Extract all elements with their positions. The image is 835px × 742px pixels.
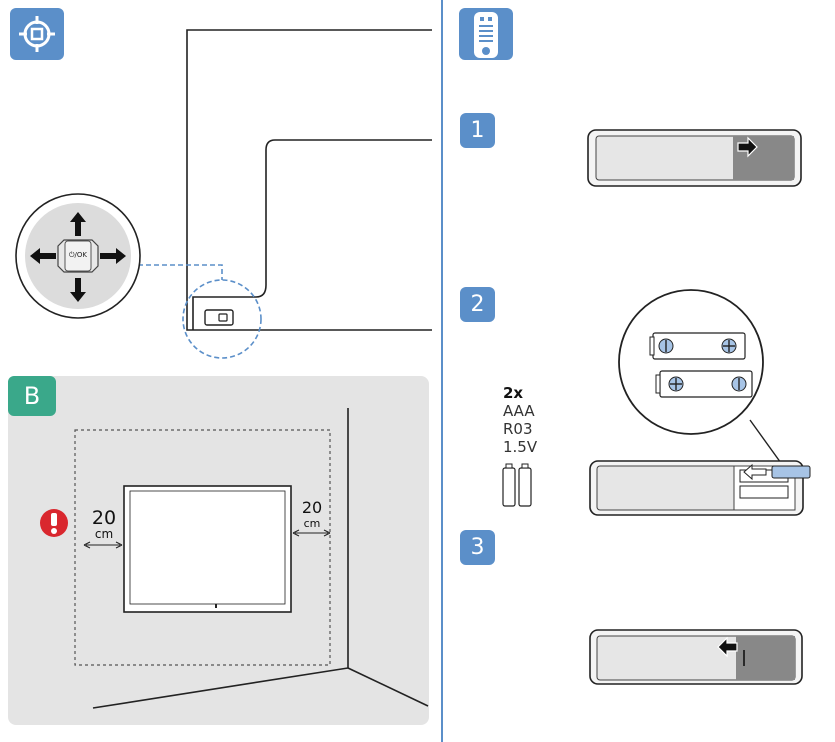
remote-step-2 [589, 460, 811, 516]
battery-spec: 2x AAA R03 1.5V [503, 384, 537, 456]
battery-count: 2x [503, 384, 524, 402]
right-clearance-value: 20 [301, 498, 323, 517]
exclamation-warning-icon [40, 509, 68, 537]
section-b-badge: B [8, 376, 56, 416]
remote-section-icon [459, 8, 513, 60]
battery-type: AAA [503, 402, 535, 420]
crosshair-joystick-icon [19, 16, 55, 52]
remote-step-3 [589, 629, 803, 685]
battery-code: R03 [503, 420, 533, 438]
left-clearance-label: 20 cm [86, 507, 122, 542]
step-2-badge: 2 [460, 287, 495, 322]
wall-mount-illustration [40, 408, 429, 709]
step-1-badge: 1 [460, 113, 495, 148]
step-3-badge: 3 [460, 530, 495, 565]
ok-button-label: ⏻/OK [69, 251, 87, 259]
joystick-section-icon [10, 8, 64, 60]
right-clearance-label: 20 cm [294, 500, 330, 532]
battery-voltage: 1.5V [503, 438, 538, 456]
aaa-batteries-icon [502, 463, 532, 507]
battery-orientation-callout [618, 289, 787, 471]
left-clearance-value: 20 [91, 507, 117, 529]
left-clearance-unit: cm [94, 527, 114, 541]
remote-step-1 [587, 129, 802, 187]
tv-back-illustration [15, 29, 432, 359]
remote-control-icon [474, 12, 498, 58]
column-divider [441, 0, 443, 742]
right-clearance-unit: cm [303, 517, 321, 530]
